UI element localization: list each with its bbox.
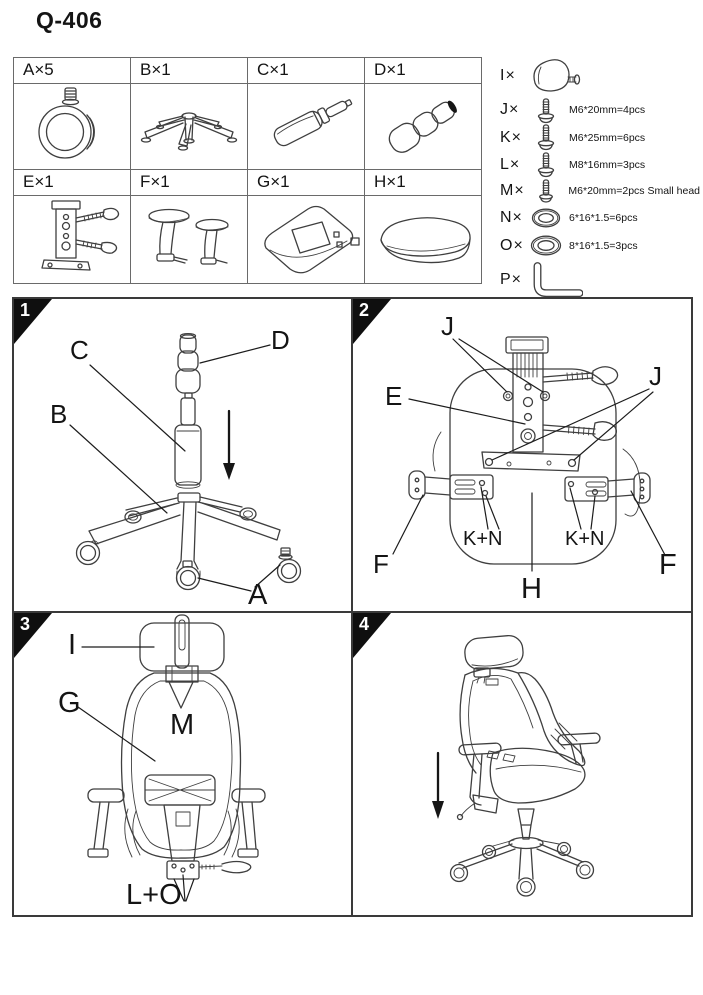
telescopic-cover-icon xyxy=(388,100,457,153)
hardware-letter: K× xyxy=(500,128,523,146)
hardware-spec: M6*20mm=2pcs Small head xyxy=(568,185,700,197)
hardware-letter: L× xyxy=(500,155,521,173)
assembly-steps: 1 xyxy=(12,297,693,917)
callout-j-right: J xyxy=(649,361,662,391)
hardware-letter: M× xyxy=(500,182,525,199)
step-2-panel: 2 xyxy=(351,297,693,613)
callout-i: I xyxy=(68,629,77,661)
hardware-item-m: M× M6*20mm=2pcs Small head xyxy=(500,178,700,204)
hardware-letter: P× xyxy=(500,271,523,288)
caster-icon xyxy=(38,87,95,159)
step-1-drawing xyxy=(69,332,302,592)
hardware-letter: J× xyxy=(500,101,520,118)
armrest-pair-icon xyxy=(148,208,229,265)
step-3-panel: 3 xyxy=(12,611,353,917)
part-label-g: G×1 xyxy=(247,169,365,196)
screw-small-head-icon xyxy=(527,178,565,204)
callout-m: M xyxy=(170,709,195,741)
callout-kn-right: K+N xyxy=(565,528,605,550)
part-label-e: E×1 xyxy=(13,169,131,196)
step-2-drawing xyxy=(392,336,666,572)
callout-g: G xyxy=(58,687,81,719)
allen-key-icon xyxy=(527,259,583,301)
screw-icon xyxy=(527,151,565,178)
hardware-item-o: O× 8*16*1.5=3pcs xyxy=(500,232,700,259)
screw-icon xyxy=(527,97,565,124)
hardware-letter: I× xyxy=(500,67,516,84)
part-label-d: D×1 xyxy=(364,57,482,84)
hardware-item-p: P× xyxy=(500,259,700,301)
step-1-panel: 1 xyxy=(12,297,353,613)
parts-table: A×5 B×1 C×1 D×1 xyxy=(13,57,482,284)
hardware-letter: N× xyxy=(500,209,523,226)
hardware-item-j: J× M6*20mm=4pcs xyxy=(500,96,700,124)
callout-lo: L+O xyxy=(126,879,182,911)
screw-icon xyxy=(527,124,565,151)
callout-f-left: F xyxy=(373,549,389,579)
washer-icon xyxy=(527,207,565,229)
part-label-f: F×1 xyxy=(130,169,248,196)
callout-a: A xyxy=(248,579,268,611)
hardware-spec: 8*16*1.5=3pcs xyxy=(569,239,638,252)
hardware-item-l: L× M8*16mm=3pcs xyxy=(500,151,700,178)
hardware-letter: O× xyxy=(500,236,524,254)
mechanism-icon xyxy=(41,200,120,271)
hardware-list: I× J× M6*20mm=4pcs xyxy=(500,56,700,301)
step-3-drawing xyxy=(77,614,266,902)
callout-kn-left: K+N xyxy=(463,528,503,550)
hardware-spec: M8*16mm=3pcs xyxy=(569,158,646,171)
callout-c: C xyxy=(70,335,89,365)
base-icon xyxy=(140,112,238,151)
step-4-panel: 4 xyxy=(351,611,693,917)
hardware-item-n: N× 6*16*1.5=6pcs xyxy=(500,204,700,232)
backrest-icon xyxy=(264,205,360,274)
headrest-connector-icon xyxy=(527,57,583,95)
step-4-drawing xyxy=(432,634,601,897)
hardware-spec: 6*16*1.5=6pcs xyxy=(569,212,638,224)
hardware-spec: M6*20mm=4pcs xyxy=(569,104,646,116)
callout-e: E xyxy=(385,381,403,411)
callout-h: H xyxy=(521,573,542,605)
seat-cushion-icon xyxy=(380,217,471,264)
callout-j-top: J xyxy=(441,311,454,341)
hardware-item-k: K× M6*25mm=6pcs xyxy=(500,124,700,151)
gas-lift-icon xyxy=(273,99,353,147)
washer-icon xyxy=(527,234,565,257)
part-label-b: B×1 xyxy=(130,57,248,84)
callout-f-right: F xyxy=(659,549,677,581)
hardware-spec: M6*25mm=6pcs xyxy=(569,131,646,144)
part-label-a: A×5 xyxy=(13,57,131,84)
callout-b: B xyxy=(50,399,68,429)
page-title: Q-406 xyxy=(36,7,103,33)
hardware-item-i: I× xyxy=(500,56,700,96)
part-label-c: C×1 xyxy=(247,57,365,84)
callout-d: D xyxy=(271,325,290,355)
part-label-h: H×1 xyxy=(364,169,482,196)
